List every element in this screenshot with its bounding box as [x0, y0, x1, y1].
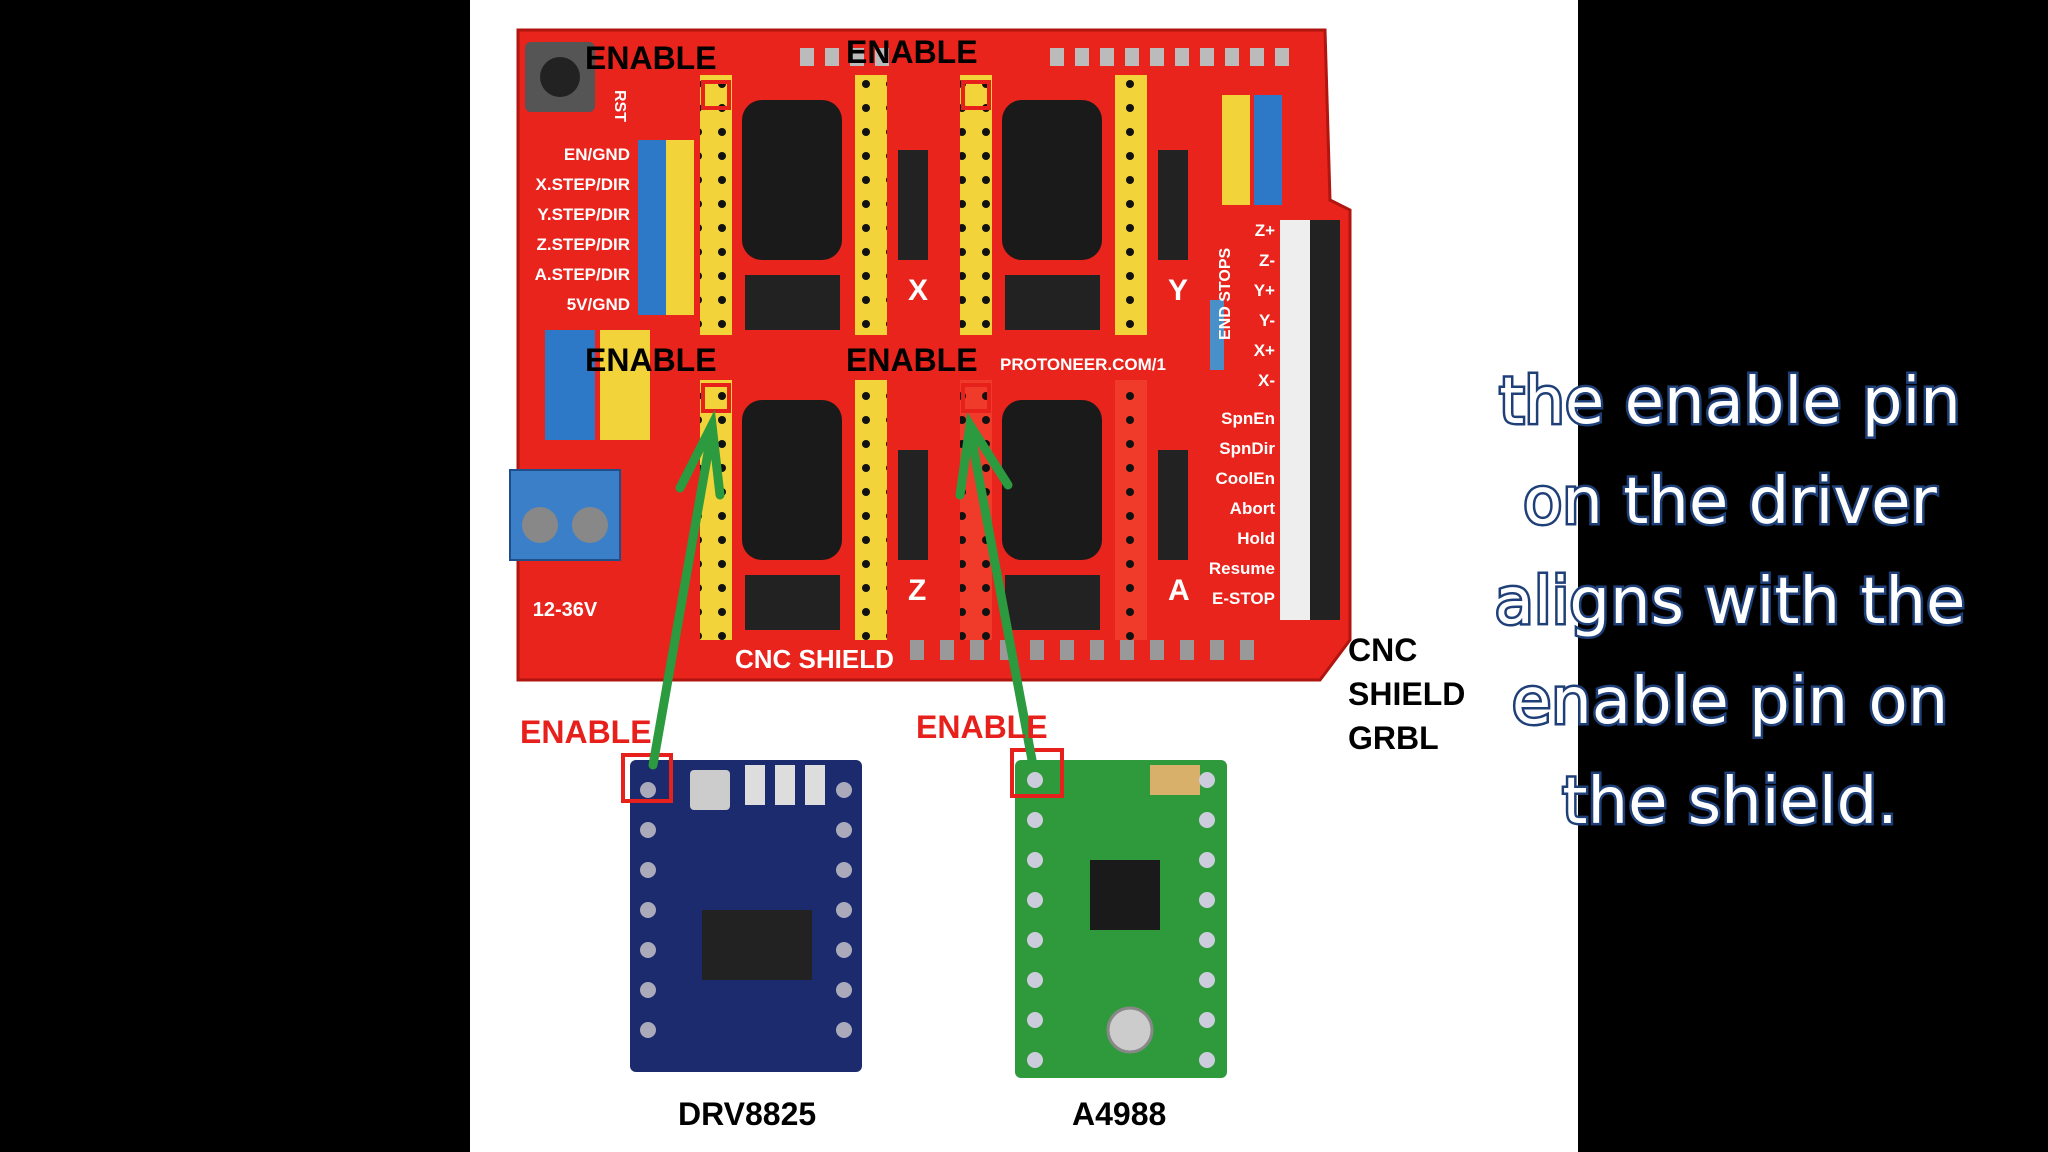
driver-enable-highlights: [621, 748, 1064, 803]
end-stops-title: END STOPS: [1217, 248, 1234, 341]
enable-label-drv8825: ENABLE: [520, 714, 652, 750]
drv8825-module: [630, 760, 862, 1072]
cnc-shield-grbl-label: CNC SHIELD GRBL: [1348, 628, 1465, 760]
silkscreen-text: EN/GND X.STEP/DIR Y.STEP/DIR Z.STEP/DIR …: [533, 90, 1276, 674]
silkscreen-cnc-shield: CNC SHIELD: [735, 644, 894, 674]
control-pin-label: E-STOP: [1212, 589, 1275, 608]
grbl-line: GRBL: [1348, 720, 1439, 756]
a4988-caption: A4988: [1072, 1096, 1167, 1132]
enable-pin-box: [961, 80, 991, 110]
row-label: Y.STEP/DIR: [537, 205, 630, 224]
end-stop-label: Y+: [1254, 281, 1275, 300]
drv8825-caption: DRV8825: [678, 1096, 817, 1132]
image-frame: EN/GND X.STEP/DIR Y.STEP/DIR Z.STEP/DIR …: [470, 0, 1578, 1152]
row-label: EN/GND: [564, 145, 630, 164]
subtitle-line: aligns with the: [1492, 563, 1968, 642]
url-label: PROTONEER.COM/1: [1000, 355, 1166, 374]
enable-pin-box: [961, 383, 991, 413]
axis-letter-z: Z: [908, 574, 926, 607]
subtitle-line: the enable pin: [1497, 363, 1964, 442]
shield-line: SHIELD: [1348, 676, 1466, 712]
axis-letter-a: A: [1168, 574, 1190, 607]
row-label: X.STEP/DIR: [536, 175, 630, 194]
end-stop-label: Y-: [1259, 311, 1275, 330]
control-pin-label: SpnDir: [1219, 439, 1275, 458]
control-pin-label: Abort: [1230, 499, 1276, 518]
enable-pin-box: [701, 80, 731, 110]
enable-label-top-left: ENABLE: [585, 40, 717, 76]
enable-label-mid-right: ENABLE: [846, 342, 978, 378]
axis-letter-y: Y: [1168, 274, 1188, 307]
a4988-enable-box: [1010, 748, 1064, 798]
drv8825-enable-box: [621, 753, 673, 803]
end-stop-label: X-: [1258, 371, 1275, 390]
subtitle-caption: the enable pin on the driver aligns with…: [1470, 352, 1990, 852]
control-pin-label: SpnEn: [1221, 409, 1275, 428]
cnc-shield-photo: EN/GND X.STEP/DIR Y.STEP/DIR Z.STEP/DIR …: [509, 28, 1352, 1078]
arrow-drv8825-line: [648, 425, 717, 770]
arrow-a4988-head: [955, 412, 1013, 500]
a4988-module: [1015, 760, 1227, 1078]
cnc-shield-board: [509, 28, 1352, 682]
end-stop-label: Z-: [1259, 251, 1275, 270]
shield-enable-highlights: [701, 80, 991, 413]
subtitle-line: on the driver: [1521, 463, 1940, 542]
cnc-line: CNC: [1348, 632, 1418, 668]
enable-pin-box: [701, 383, 731, 413]
enable-label-mid-left: ENABLE: [585, 342, 717, 378]
voltage-label: 12-36V: [533, 599, 598, 621]
end-stop-label: Z+: [1255, 221, 1275, 240]
row-label: Z.STEP/DIR: [536, 235, 630, 254]
alignment-arrows: [648, 409, 1037, 770]
subtitle-line: enable pin on: [1509, 663, 1950, 742]
axis-letter-x: X: [908, 274, 928, 307]
enable-label-a4988: ENABLE: [916, 709, 1048, 745]
arrow-a4988-line: [965, 425, 1037, 765]
reset-label: RST: [611, 90, 628, 122]
enable-label-top-right: ENABLE: [846, 34, 978, 70]
arrow-drv8825-head: [675, 409, 725, 500]
control-pin-label: CoolEn: [1216, 469, 1276, 488]
end-stop-label: X+: [1254, 341, 1275, 360]
control-pin-label: Resume: [1209, 559, 1275, 578]
row-label: 5V/GND: [567, 295, 630, 314]
row-label: A.STEP/DIR: [535, 265, 630, 284]
control-pin-label: Hold: [1237, 529, 1275, 548]
subtitle-line: the shield.: [1560, 763, 1900, 842]
